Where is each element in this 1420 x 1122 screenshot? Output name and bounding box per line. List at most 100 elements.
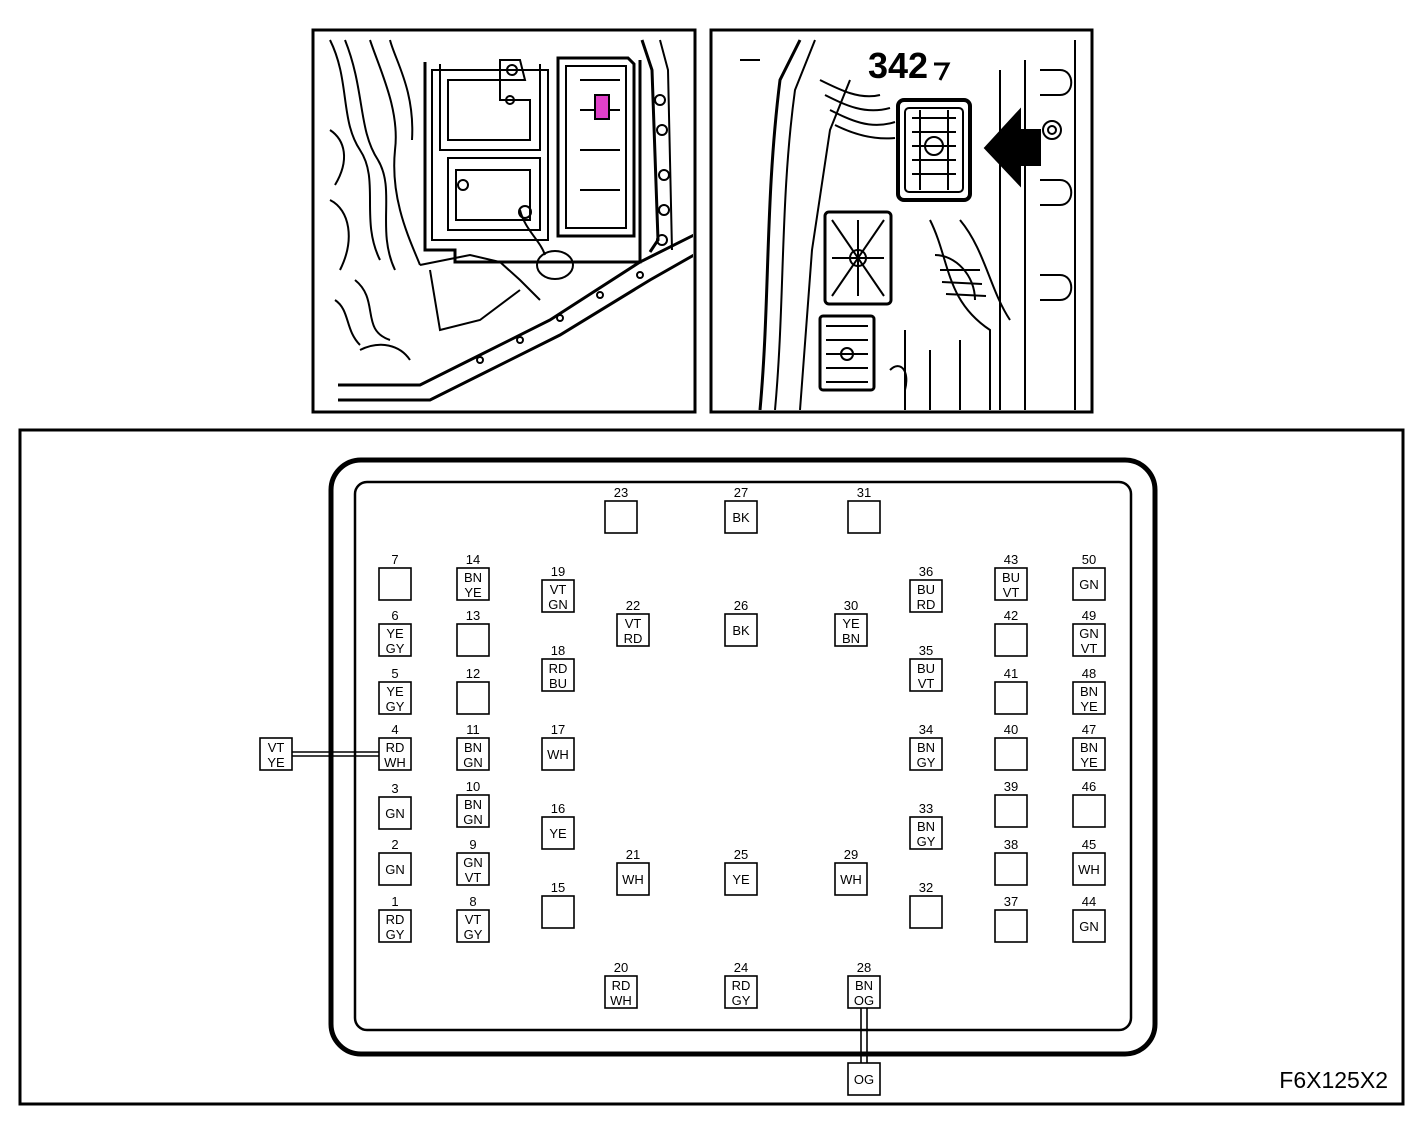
- wire-color: GN: [385, 862, 405, 877]
- pin-number: 29: [844, 847, 858, 862]
- wire-color-primary: GN: [463, 855, 483, 870]
- wire-color: WH: [840, 872, 862, 887]
- wire-color-stripe: GY: [464, 927, 483, 942]
- wire-color: BK: [732, 623, 750, 638]
- pin-cavity-wired: [909, 737, 943, 771]
- pin-number: 25: [734, 847, 748, 862]
- pin-cavity-wired: [378, 623, 412, 657]
- pin-cavity-wired: [1072, 623, 1106, 657]
- pin-2: 2GN: [378, 837, 412, 886]
- wire-color-stripe: BU: [549, 676, 567, 691]
- pin-cavity-wired: [994, 567, 1028, 601]
- callout-wire-color-stripe: YE: [267, 755, 285, 770]
- pin-cavity-wired: [541, 658, 575, 692]
- wire-color-stripe: GY: [386, 927, 405, 942]
- pin-cavity-wired: [456, 737, 490, 771]
- pin-number: 24: [734, 960, 748, 975]
- pin-cavity-empty: [994, 909, 1028, 943]
- pin-cavity-wired: [724, 613, 758, 647]
- wire-color-primary: BN: [917, 740, 935, 755]
- wire-color-stripe: VT: [918, 676, 935, 691]
- callout-pin-28: OG: [847, 1008, 881, 1096]
- pin-number: 8: [469, 894, 476, 909]
- wire-color-stripe: VT: [1081, 641, 1098, 656]
- pin-cavity-empty: [378, 567, 412, 601]
- pin-37: 37: [994, 894, 1028, 943]
- wire-color-stripe: VT: [465, 870, 482, 885]
- component-label: 342: [868, 45, 928, 86]
- wire-color: WH: [622, 872, 644, 887]
- pin-39: 39: [994, 779, 1028, 828]
- pin-cavity-wired: [456, 567, 490, 601]
- pin-cavity-wired: [541, 816, 575, 850]
- pin-number: 33: [919, 801, 933, 816]
- wire-color-primary: GN: [1079, 626, 1099, 641]
- pin-number: 30: [844, 598, 858, 613]
- pin-23: 23: [604, 485, 638, 534]
- pin-number: 7: [391, 552, 398, 567]
- pin-number: 3: [391, 781, 398, 796]
- wire-color-stripe: YE: [1080, 699, 1098, 714]
- pin-32: 32: [909, 880, 943, 929]
- pin-cavity-wired: [1072, 681, 1106, 715]
- pin-cavity-wired: [834, 862, 868, 896]
- wire-color-primary: BN: [917, 819, 935, 834]
- pin-number: 12: [466, 666, 480, 681]
- pin-cavity-wired: [456, 852, 490, 886]
- wire-color: BK: [732, 510, 750, 525]
- pin-13: 13: [456, 608, 490, 657]
- pin-cavity-wired: [541, 737, 575, 771]
- pin-number: 47: [1082, 722, 1096, 737]
- pin-cavity-empty: [994, 794, 1028, 828]
- wire-color-primary: RD: [386, 912, 405, 927]
- pin-cavity-wired: [378, 796, 412, 830]
- wire-color-stripe: BN: [842, 631, 860, 646]
- wire-color-primary: VT: [550, 582, 567, 597]
- wire-color: GN: [385, 806, 405, 821]
- pin-cavity-empty: [456, 681, 490, 715]
- wire-color-stripe: GY: [917, 834, 936, 849]
- pin-cavity-empty: [994, 681, 1028, 715]
- wire-color: GN: [1079, 919, 1099, 934]
- wire-color-primary: BU: [917, 661, 935, 676]
- wire-color-primary: BN: [1080, 684, 1098, 699]
- pin-cavity-wired: [724, 500, 758, 534]
- pin-number: 36: [919, 564, 933, 579]
- pin-42: 42: [994, 608, 1028, 657]
- pin-cavity-wired: [541, 579, 575, 613]
- pin-number: 14: [466, 552, 480, 567]
- pin-number: 48: [1082, 666, 1096, 681]
- pin-cavity-empty: [456, 623, 490, 657]
- wire-color-primary: BN: [464, 570, 482, 585]
- pin-cavity-wired: [724, 975, 758, 1009]
- callout-wire-color-primary: VT: [268, 740, 285, 755]
- wire-color-stripe: GY: [917, 755, 936, 770]
- wire-color: WH: [547, 747, 569, 762]
- pin-number: 26: [734, 598, 748, 613]
- pin-number: 6: [391, 608, 398, 623]
- pin-number: 20: [614, 960, 628, 975]
- wire-color-stripe: RD: [624, 631, 643, 646]
- pin-number: 22: [626, 598, 640, 613]
- pin-number: 27: [734, 485, 748, 500]
- pin-cavity-wired: [1072, 852, 1106, 886]
- pin-number: 35: [919, 643, 933, 658]
- pin-number: 4: [391, 722, 398, 737]
- pin-number: 15: [551, 880, 565, 895]
- pin-cavity-wired: [456, 794, 490, 828]
- pin-cavity-empty: [909, 895, 943, 929]
